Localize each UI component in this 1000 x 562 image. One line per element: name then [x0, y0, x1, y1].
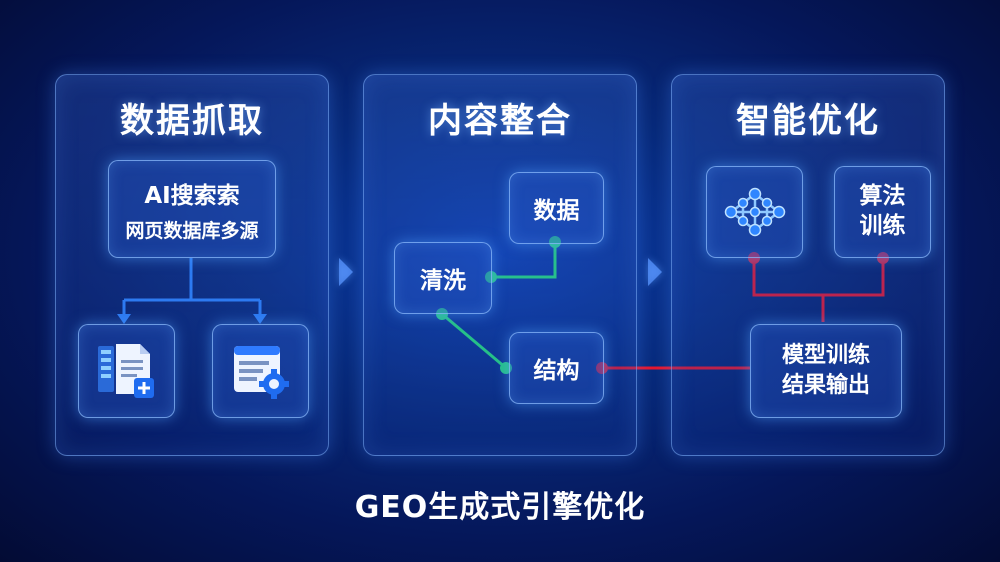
footer-title: GEO生成式引擎优化: [354, 490, 646, 525]
data-label: 数据: [533, 198, 580, 224]
crawl-tree-connector: [122, 258, 262, 318]
node-dot: [436, 308, 448, 320]
flow-arrow-icon: [648, 258, 662, 286]
database-doc-box: [78, 324, 175, 418]
node-dot: [596, 362, 608, 374]
data-node: 数据: [509, 172, 604, 244]
source-label-line1: AI搜索索: [144, 182, 240, 209]
flow-arrow-icon: [339, 258, 353, 286]
red-connectors: [602, 258, 885, 370]
panel-content-integration: 内容整合: [363, 74, 637, 456]
green-connectors: [441, 242, 557, 370]
model-output-node: 模型训练 结果输出: [750, 324, 902, 418]
clean-label: 清洗: [420, 268, 466, 294]
webpage-settings-icon: [233, 346, 289, 399]
arrow-down-right: [253, 314, 267, 324]
panel-title: 数据抓取: [120, 101, 264, 141]
node-dot: [877, 252, 889, 264]
panel-data-crawl: 数据抓取: [55, 74, 329, 456]
model-label-line2: 结果输出: [781, 373, 870, 398]
algorithm-label-line2: 训练: [859, 213, 906, 239]
node-dot: [748, 252, 760, 264]
panel-title: 内容整合: [428, 101, 572, 141]
panel-smart-optimization: 智能优化: [671, 74, 945, 456]
network-node: [706, 166, 803, 258]
neural-network-icon: [724, 187, 785, 237]
source-box: AI搜索索 网页数据库多源: [108, 160, 276, 258]
node-dot: [549, 236, 561, 248]
arrow-down-left: [117, 314, 131, 324]
database-document-icon: [97, 344, 154, 398]
model-label-line1: 模型训练: [781, 343, 870, 369]
structure-label: 结构: [533, 358, 580, 384]
source-label-line2: 网页数据库多源: [125, 219, 259, 242]
structure-node: 结构: [509, 332, 604, 404]
webpage-settings-box: [212, 324, 309, 418]
panel-title: 智能优化: [736, 101, 880, 141]
clean-node: 清洗: [394, 242, 492, 314]
algorithm-training-node: 算法 训练: [834, 166, 931, 258]
algorithm-label-line1: 算法: [859, 183, 906, 210]
